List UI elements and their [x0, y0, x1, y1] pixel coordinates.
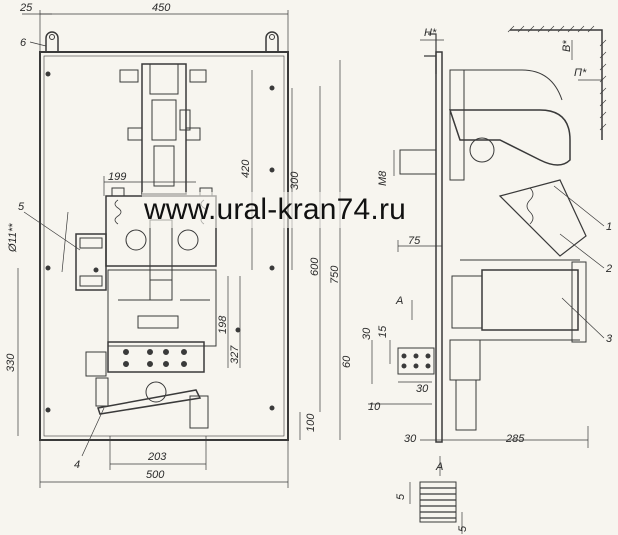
dim-203: 203 — [147, 451, 167, 463]
moving-contact — [498, 179, 587, 257]
wall-hatch — [507, 25, 607, 140]
dim-10: 10 — [368, 401, 381, 413]
lever-arm — [97, 389, 202, 415]
callout-labels: 6 5 4 1 2 3 A A — [18, 37, 613, 473]
dim-30-c: 30 — [404, 433, 417, 445]
dim-diameter-11: Ø11** — [7, 223, 19, 253]
front-leaders — [23, 41, 105, 457]
dim-450: 450 — [152, 2, 171, 14]
dim-420: 420 — [240, 159, 252, 178]
callout-6: 6 — [20, 37, 27, 49]
dim-75: 75 — [408, 235, 421, 247]
mounting-holes — [45, 71, 275, 413]
top-contact-column — [141, 63, 187, 195]
dim-600: 600 — [309, 257, 321, 276]
dim-15: 15 — [377, 325, 389, 338]
callout-1: 1 — [606, 221, 612, 233]
watermark-text: www.ural-kran74.ru — [142, 192, 409, 228]
dim-100: 100 — [305, 413, 317, 432]
auxiliary-block — [75, 233, 107, 291]
lower-frame — [107, 269, 217, 347]
dim-b-star: B* — [561, 40, 573, 52]
dim-25: 25 — [19, 2, 33, 14]
lifting-eye-left — [45, 31, 59, 52]
lifting-eye-right — [265, 31, 279, 52]
dim-5-a: 5 — [395, 493, 407, 500]
dim-60: 60 — [341, 355, 353, 368]
section-a-bottom-label: A — [435, 461, 443, 473]
dim-5-b: 5 — [457, 525, 469, 532]
mounting-plate — [39, 51, 289, 441]
dim-750: 750 — [329, 265, 341, 284]
dim-300: 300 — [289, 171, 301, 190]
side-base-plate — [435, 51, 443, 443]
callout-5: 5 — [18, 201, 25, 213]
dim-327: 327 — [229, 345, 241, 364]
dim-330: 330 — [5, 353, 17, 372]
section-a-detail — [409, 481, 463, 534]
dim-285: 285 — [505, 433, 525, 445]
dim-p-star: П* — [574, 67, 587, 79]
front-dimension-lines — [17, 10, 341, 488]
callout-4: 4 — [74, 459, 80, 471]
dim-30-a: 30 — [361, 327, 373, 340]
dim-198: 198 — [217, 315, 229, 334]
side-dimension-lines — [368, 39, 602, 476]
arc-chute — [448, 109, 571, 166]
dim-m8: M8 — [377, 170, 389, 186]
callout-3: 3 — [606, 333, 613, 345]
callout-2: 2 — [605, 263, 612, 275]
mounting-plate-inner — [43, 55, 285, 437]
dimension-labels: 25 450 199 420 300 600 750 198 327 330 1… — [5, 2, 587, 532]
dim-500: 500 — [146, 469, 165, 481]
dim-h-star: H* — [424, 27, 437, 39]
side-top-bracket — [424, 33, 437, 74]
dim-199: 199 — [108, 171, 126, 183]
side-leaders — [553, 185, 605, 339]
terminal-block — [107, 341, 205, 373]
section-a-top-label: A — [395, 295, 403, 307]
dim-30-b: 30 — [416, 383, 429, 395]
